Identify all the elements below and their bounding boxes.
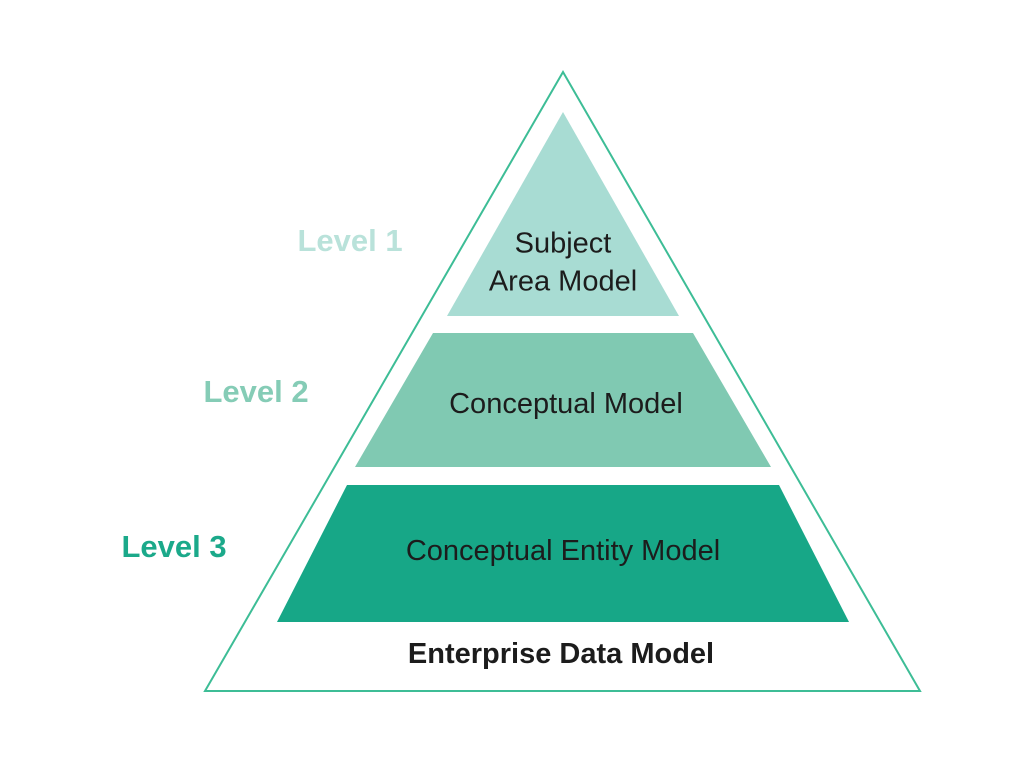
level1-shape <box>447 112 679 316</box>
level1-text: Subject Area Model <box>489 225 637 302</box>
level2-shape <box>355 333 771 467</box>
level1-label: Level 1 <box>297 223 403 258</box>
level1-text-line2: Area Model <box>488 266 638 298</box>
outer-triangle-outline <box>203 70 922 692</box>
level3-text: Conceptual Entity Model <box>405 534 721 567</box>
level2-text: Conceptual Model <box>449 387 683 420</box>
level3-shape <box>277 485 849 622</box>
base-label: Enterprise Data Model <box>407 637 715 670</box>
level1-text-line1: Subject <box>514 227 612 260</box>
level2-label: Level 2 <box>203 374 309 409</box>
level3-label: Level 3 <box>121 529 227 564</box>
